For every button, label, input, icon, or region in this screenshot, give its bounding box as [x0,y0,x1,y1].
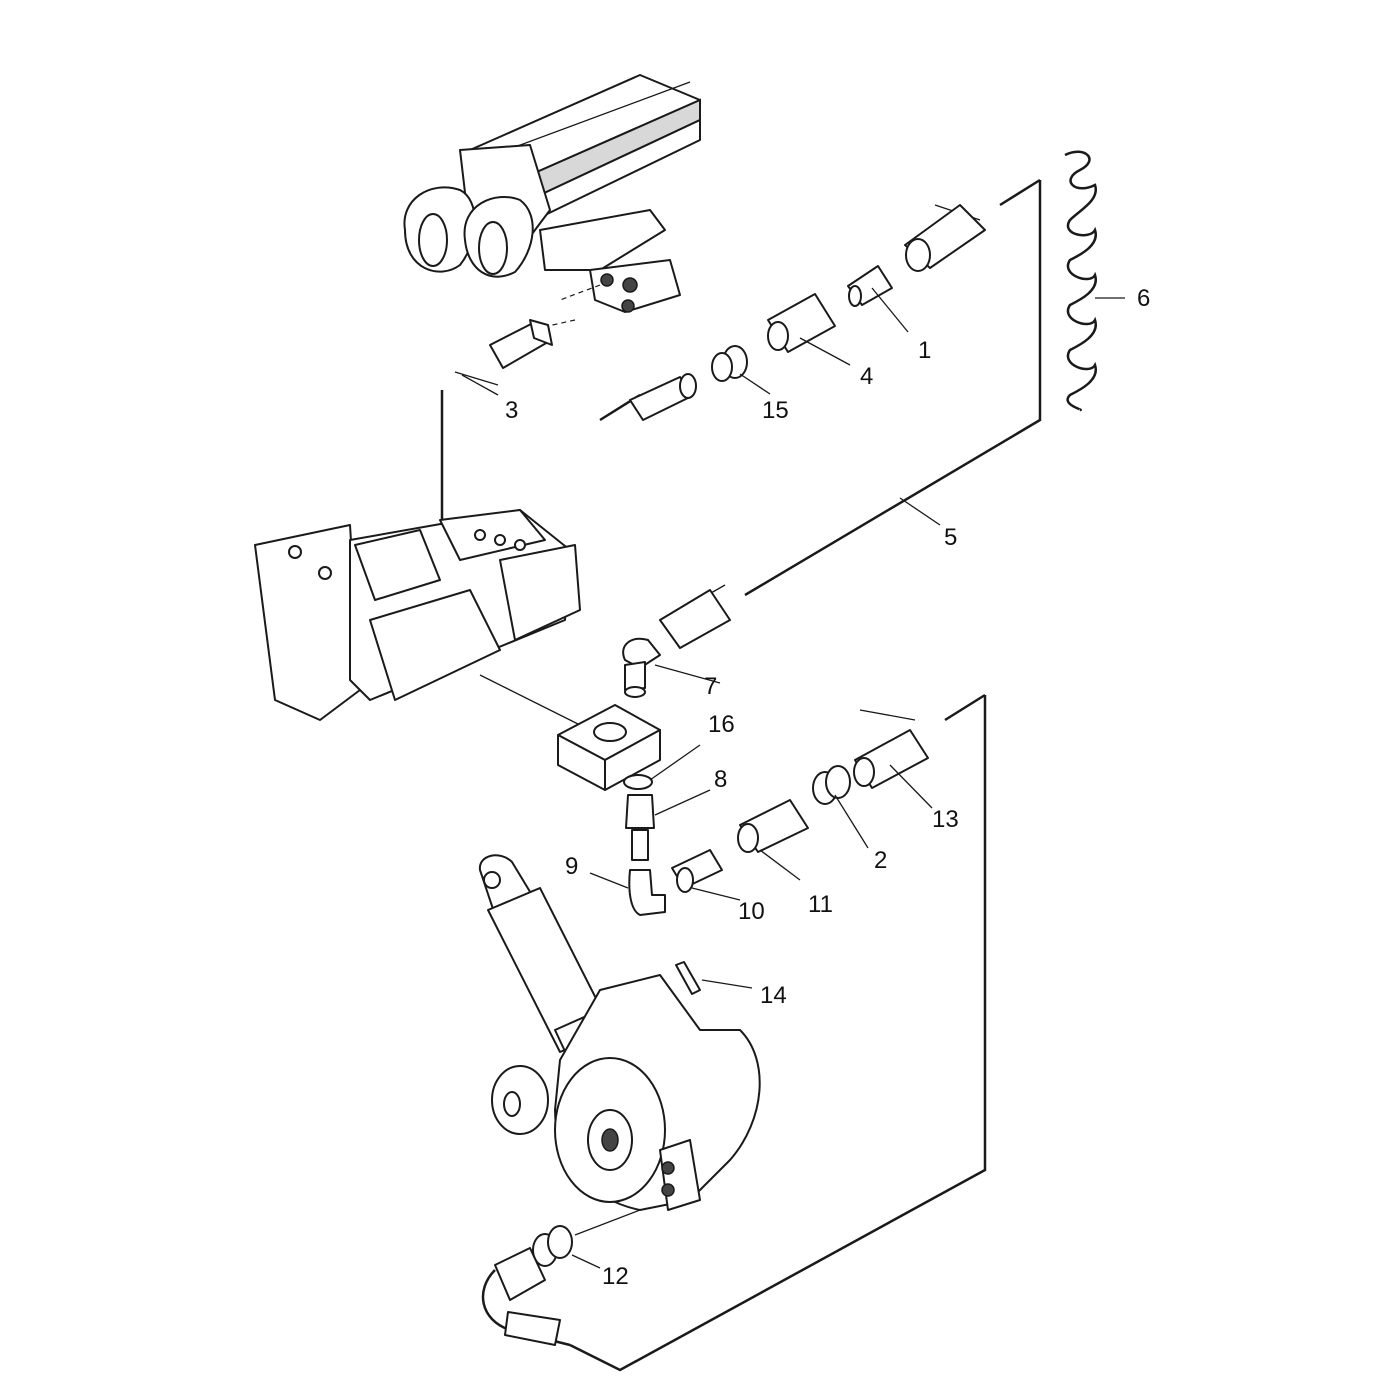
callout-4: 4 [860,363,873,390]
spiral-hose-guard-6 [1064,150,1125,412]
nipple-fitting-1 [847,265,893,307]
coupling-11 [737,799,809,881]
elbow-9 [589,869,666,916]
callout-14: 14 [760,982,787,1009]
mounting-block [557,704,661,791]
adapter-fitting-15 [629,345,748,421]
upper-hose-end [904,204,986,272]
elbow-fitting-7 [622,589,731,698]
callout-11: 11 [808,891,833,918]
callout-10: 10 [738,898,765,925]
callout-9: 9 [565,853,578,880]
callout-labels: 1 2 3 4 5 6 7 8 9 10 11 12 13 14 15 16 [505,285,1150,1290]
rotary-actuator [491,974,761,1211]
o-ring-16 [623,744,701,790]
union-fitting-10 [671,849,741,901]
hose-end-13 [853,729,933,809]
callout-1: 1 [918,337,931,364]
callout-16: 16 [708,711,735,738]
callout-7: 7 [704,673,717,700]
straight-fitting-8 [625,789,711,861]
check-valve-4 [767,293,836,353]
control-valve-block [254,509,581,726]
callout-5: 5 [944,524,957,551]
callout-13: 13 [932,806,959,833]
callout-3: 3 [505,397,518,424]
callout-6: 6 [1137,285,1150,312]
boom-arm-assembly [403,74,701,331]
callout-8: 8 [714,766,727,793]
adapter-2 [812,765,869,849]
leader-lines [739,287,941,526]
callout-15: 15 [762,397,789,424]
pin-14 [675,961,753,995]
callout-2: 2 [874,847,887,874]
callout-12: 12 [602,1263,629,1290]
lower-fitting-12 [481,1209,641,1347]
hose-fitting-3 [454,319,553,386]
